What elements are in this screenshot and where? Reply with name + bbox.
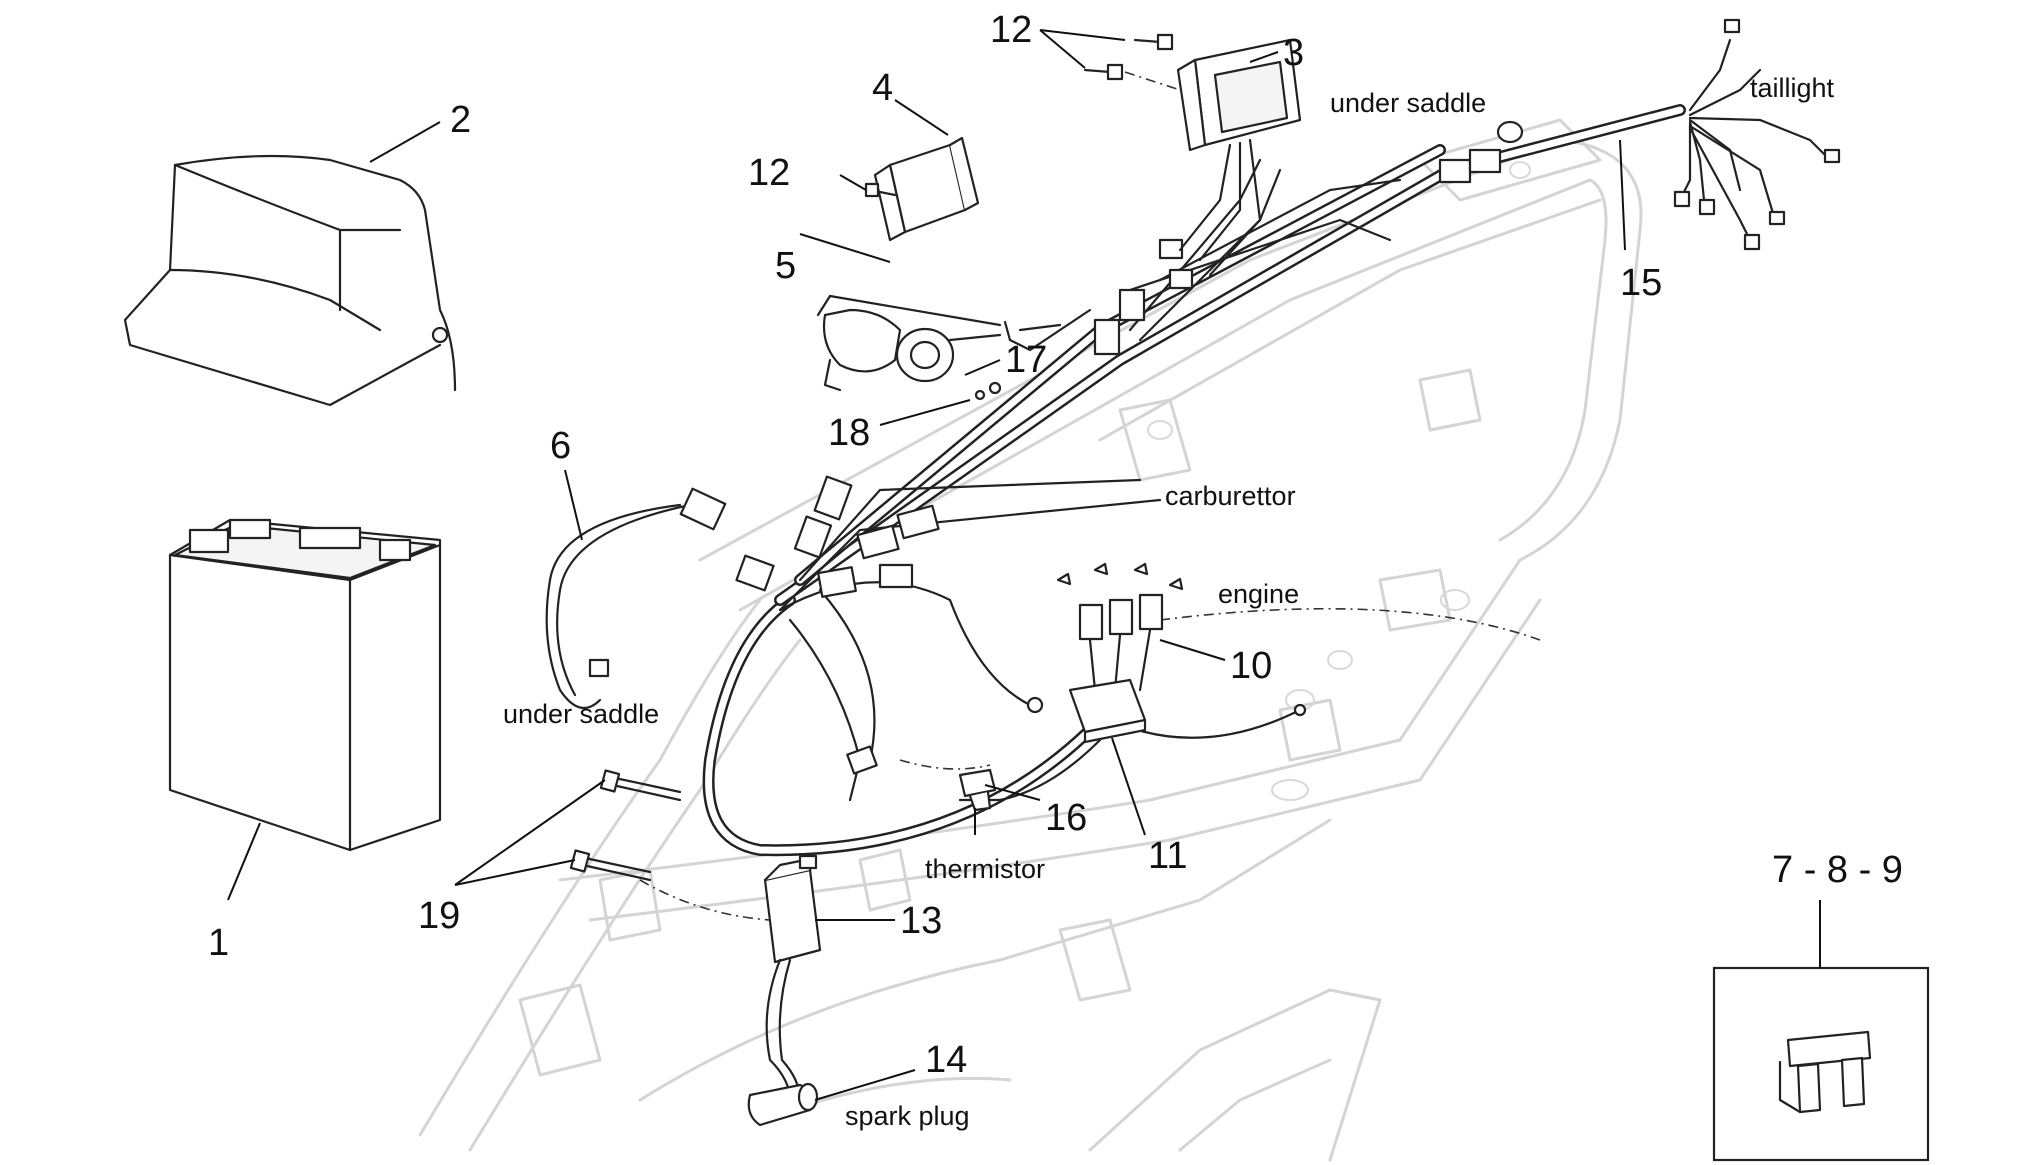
caption-labels: under saddle under saddle taillight carb… xyxy=(503,73,1835,1131)
ignition-coil xyxy=(639,854,822,964)
label-part-5: 5 xyxy=(775,245,796,287)
label-part-10: 10 xyxy=(1230,645,1272,687)
label-part-13: 13 xyxy=(900,900,942,942)
label-part-19: 19 xyxy=(418,895,460,937)
caption-thermistor: thermistor xyxy=(925,854,1045,884)
label-part-4: 4 xyxy=(872,67,893,109)
label-part-1: 1 xyxy=(208,922,229,964)
label-part-11: 11 xyxy=(1148,835,1187,877)
label-part-6: 6 xyxy=(550,425,571,467)
caption-engine: engine xyxy=(1218,579,1299,609)
horn-and-relay xyxy=(816,294,1062,401)
rear-harness xyxy=(1673,18,1841,251)
thermistor xyxy=(958,768,997,812)
label-part-3: 3 xyxy=(1283,32,1304,74)
label-part-12-top: 12 xyxy=(990,9,1032,51)
battery-cover xyxy=(123,154,457,407)
starter-relay xyxy=(1068,678,1147,744)
fuse-inset-box xyxy=(1712,966,1930,1162)
screws xyxy=(864,33,1181,198)
fuse-holders xyxy=(1056,562,1184,692)
label-part-18: 18 xyxy=(828,412,870,454)
label-part-15: 15 xyxy=(1620,262,1662,304)
label-part-14: 14 xyxy=(925,1039,967,1081)
bolts xyxy=(569,769,682,882)
caption-spark-plug: spark plug xyxy=(845,1101,970,1131)
caption-carburettor: carburettor xyxy=(1165,481,1296,511)
scooter-frame xyxy=(418,118,1643,1162)
spark-plug-cap xyxy=(747,958,819,1127)
label-part-17: 17 xyxy=(1005,339,1047,381)
caption-under-saddle-top: under saddle xyxy=(1330,88,1486,118)
caption-taillight: taillight xyxy=(1750,73,1835,103)
battery xyxy=(168,518,442,852)
label-part-2: 2 xyxy=(450,99,471,141)
label-part-16: 16 xyxy=(1045,797,1087,839)
caption-under-saddle-left: under saddle xyxy=(503,699,659,729)
voltage-regulator xyxy=(1176,38,1302,277)
cdi-unit xyxy=(873,136,980,242)
label-parts-7-8-9: 7 - 8 - 9 xyxy=(1772,849,1903,891)
part-number-labels: 1 2 3 4 5 6 7 - 8 - 9 10 11 12 12 13 14 … xyxy=(208,9,1903,1081)
leader-lines xyxy=(227,29,1821,1101)
label-part-12-left: 12 xyxy=(748,152,790,194)
